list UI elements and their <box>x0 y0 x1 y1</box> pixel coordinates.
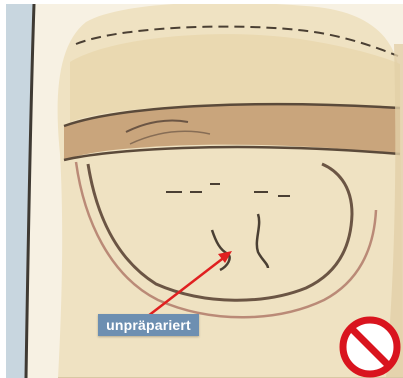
annotation-label: unpräpariert <box>98 314 199 336</box>
prohibited-sign-icon <box>339 316 401 378</box>
